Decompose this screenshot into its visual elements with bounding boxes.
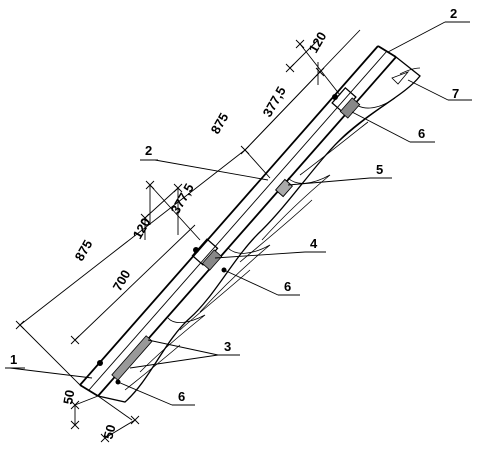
grain-7	[139, 314, 206, 373]
grain-2	[299, 121, 369, 176]
grain-3	[261, 174, 331, 241]
grain-4	[239, 199, 313, 263]
callout-leaders	[5, 21, 472, 406]
grain-5	[199, 244, 271, 313]
label-6-mid: 6	[284, 279, 291, 294]
leader-3a	[147, 339, 219, 356]
dim-120-right-ext	[299, 43, 341, 96]
middle-joint	[191, 238, 227, 273]
beam-top-edge	[79, 45, 379, 386]
dim-tick	[130, 415, 140, 425]
grain-end	[399, 67, 421, 75]
dim-120-right-line	[289, 39, 319, 69]
dim-377-right: 377,5	[260, 84, 289, 120]
dim-50-bottom-line	[104, 419, 136, 439]
middle-joint-insert	[201, 249, 223, 271]
label-6-bot: 6	[178, 389, 185, 404]
leader-6-top	[351, 111, 411, 143]
dim-377-left: 377,5	[168, 181, 197, 217]
upper-joint-bolt	[332, 94, 338, 100]
grain-6	[179, 269, 251, 331]
label-4: 4	[310, 236, 318, 251]
dim-50-bottom-ext	[97, 395, 133, 421]
label-1: 1	[10, 352, 17, 367]
leader-4	[214, 251, 306, 259]
dim-700-line	[74, 224, 196, 341]
dim-875-right-ext	[244, 149, 271, 179]
label-7: 7	[452, 86, 459, 101]
spacer-block-shape	[274, 178, 294, 198]
dim-tick	[285, 63, 295, 73]
label-2-mid: 2	[145, 143, 152, 158]
beam-center-line	[88, 50, 388, 391]
dim-tick	[315, 67, 325, 77]
dim-120-left-line	[144, 187, 179, 219]
middle-joint-bolt	[193, 247, 199, 253]
label-3: 3	[224, 339, 231, 354]
leader-1	[9, 367, 93, 379]
beam-lower-end	[79, 384, 99, 397]
dim-50-bottom: 50	[100, 423, 118, 441]
dim-tick	[100, 433, 110, 443]
dim-tick	[70, 420, 80, 430]
upper-joint-insert	[339, 97, 361, 119]
leader-2-mid	[154, 159, 269, 181]
dim-tick	[70, 335, 80, 345]
dim-875-left: 875	[72, 237, 96, 263]
dim-120-right: 120	[306, 29, 330, 55]
dimension-lines	[15, 29, 361, 443]
leader-5	[287, 177, 371, 186]
dim-50-left: 50	[60, 389, 77, 406]
grain-1	[329, 97, 396, 151]
grain-end-knot	[391, 71, 410, 85]
log-member	[97, 56, 421, 403]
leader-2-top	[387, 21, 446, 53]
leader-6-bot	[117, 381, 173, 406]
dim-tick	[15, 320, 25, 330]
dim-875-left-ext-bottom	[19, 324, 81, 386]
dim-700: 700	[110, 267, 134, 293]
lower-joint-bolt	[97, 360, 103, 366]
dim-875-right: 875	[208, 110, 232, 136]
dim-377-left-line	[149, 184, 201, 241]
leader-6-mid	[223, 269, 279, 296]
lower-joint-insert	[111, 335, 153, 381]
dim-50-left-ext	[74, 395, 99, 406]
leader-3b	[129, 354, 219, 369]
label-2-top: 2	[450, 6, 457, 21]
lower-joint	[97, 335, 153, 385]
dim-377-right-line	[244, 71, 321, 151]
label-5: 5	[376, 162, 383, 177]
upper-joint	[331, 86, 361, 119]
rafter-beam	[79, 45, 397, 397]
leader-7	[407, 79, 449, 101]
label-6-top: 6	[418, 126, 425, 141]
spacer-block	[274, 178, 294, 198]
dim-875-left-line	[19, 149, 246, 326]
